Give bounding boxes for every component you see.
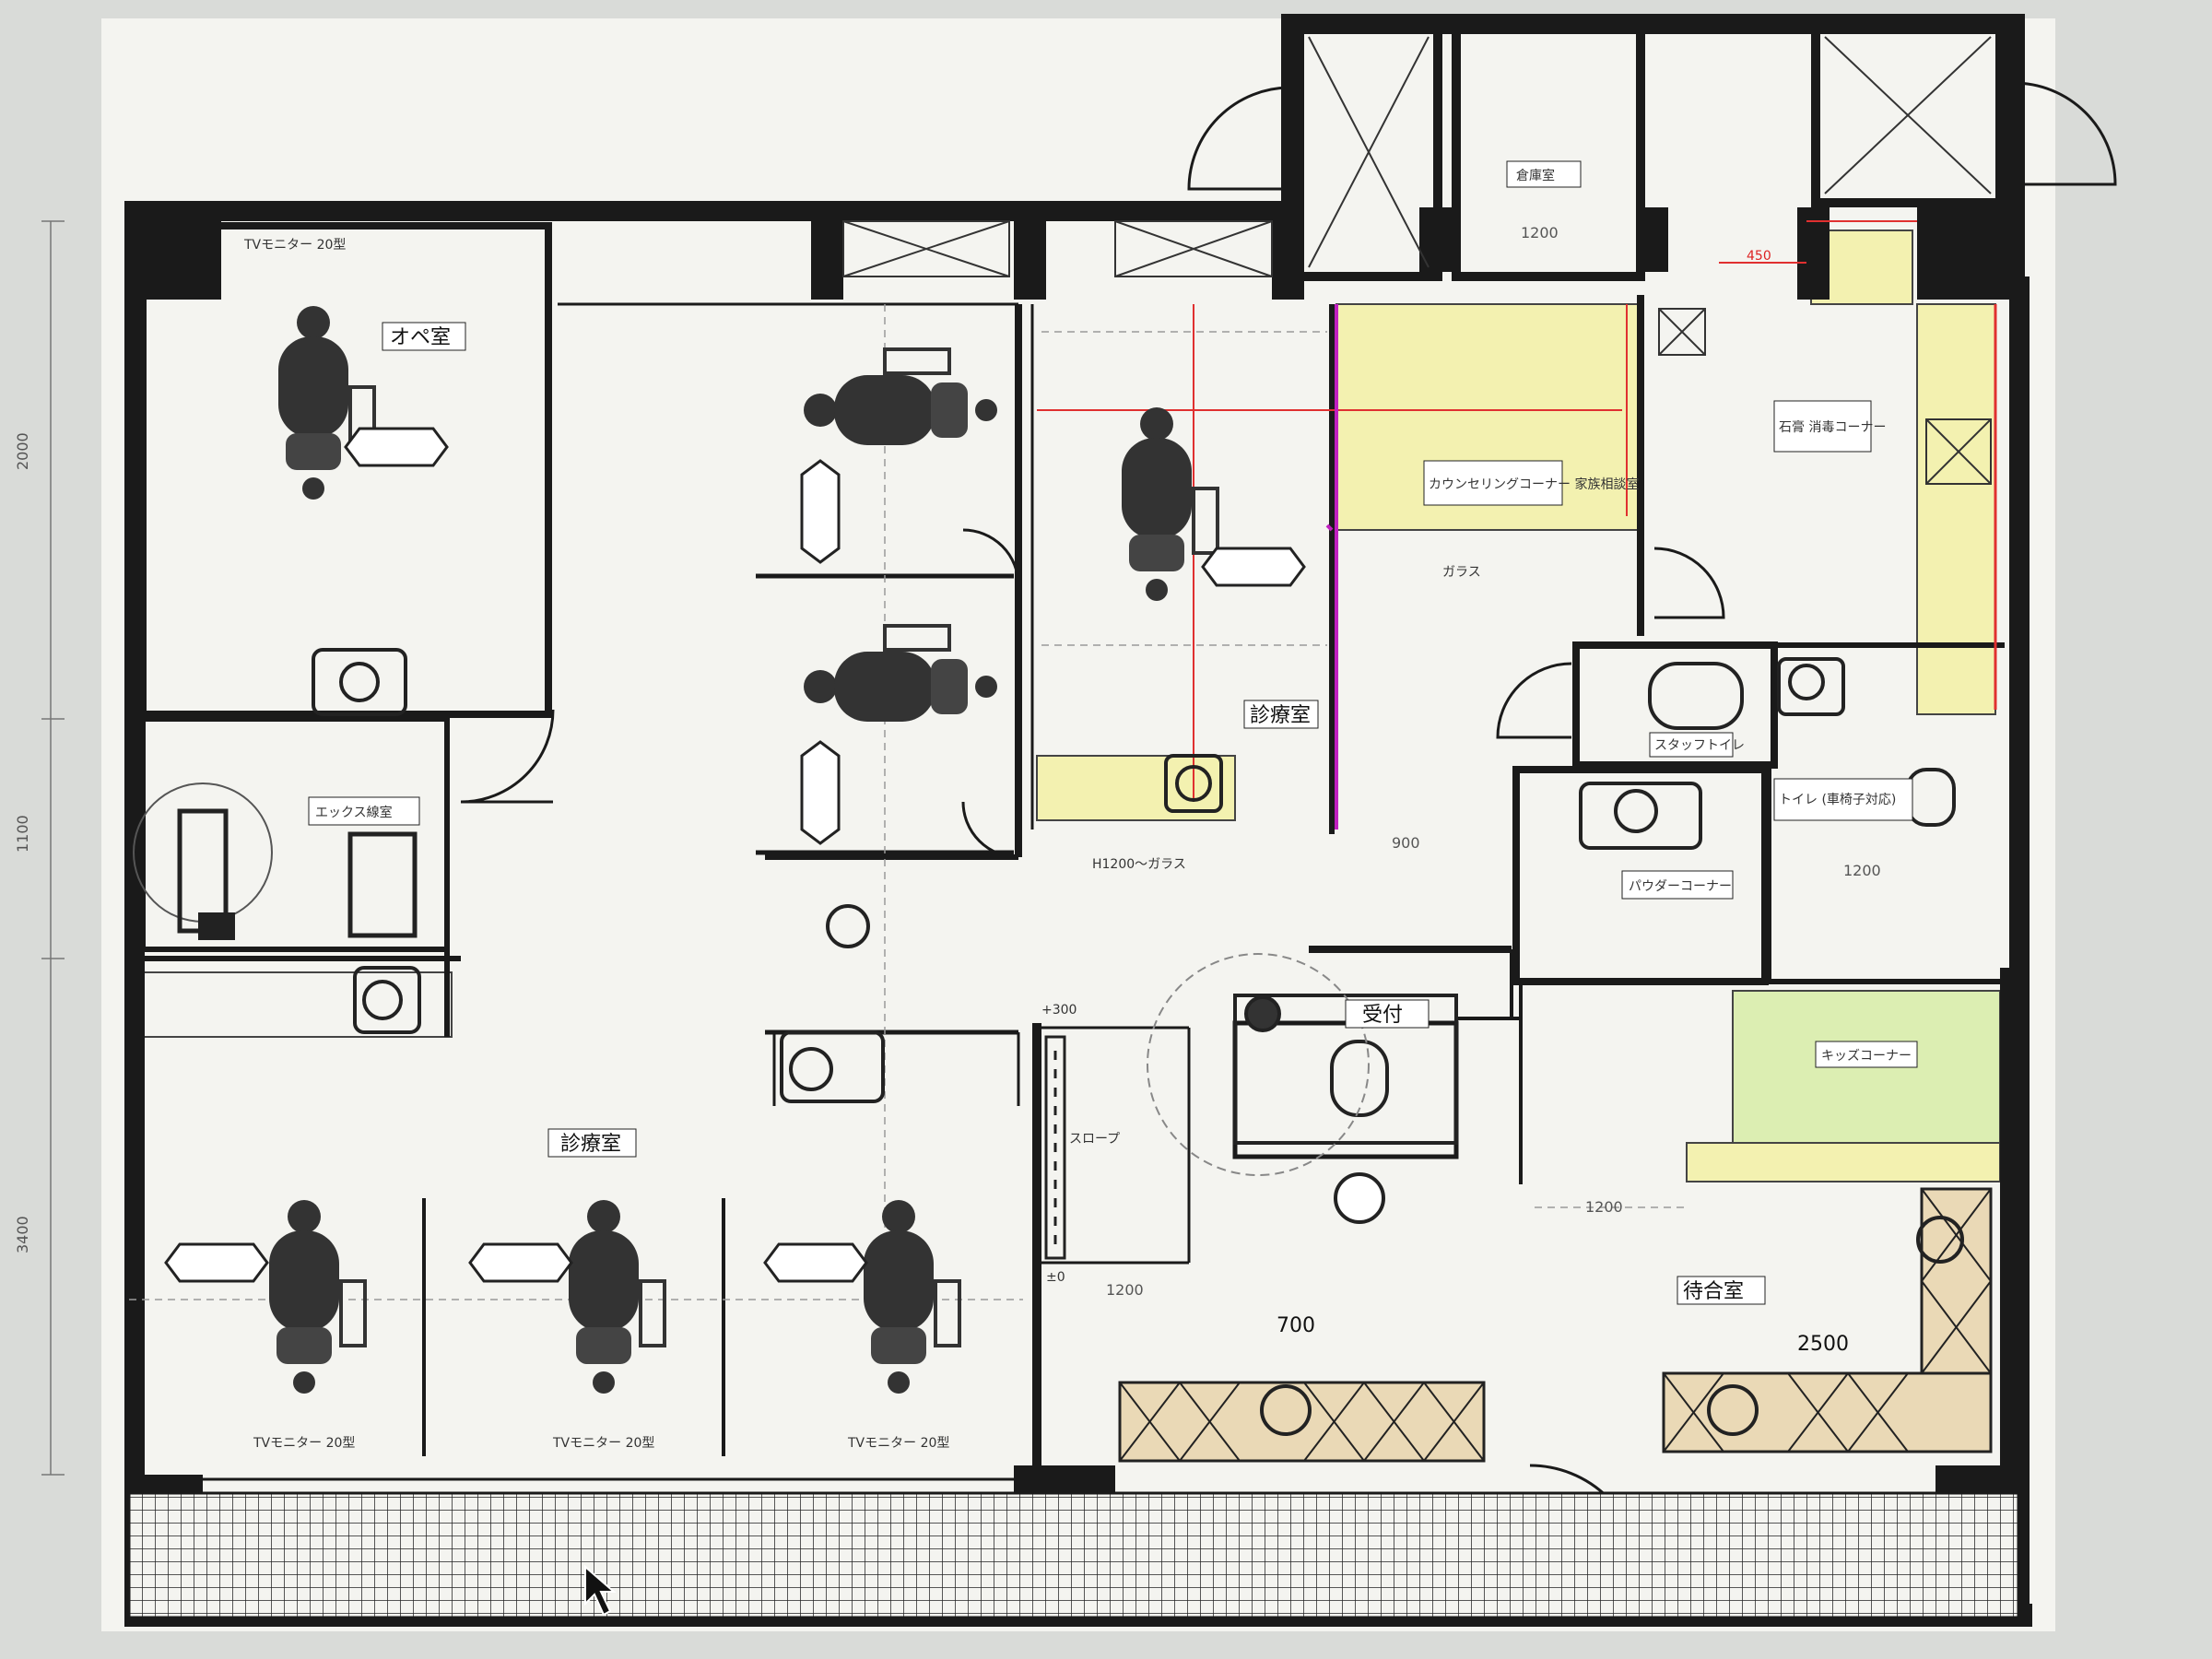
dim-2500: 2500 <box>1797 1333 1849 1356</box>
monitor-caption: TVモニター 20型 <box>253 1436 355 1451</box>
sinks <box>312 648 1845 1103</box>
dim-900: 900 <box>1392 834 1420 852</box>
waiting-bench-left <box>1118 1381 1486 1463</box>
label-toilet-right: トイレ (車椅子対応) <box>1779 792 1896 807</box>
label-disinfect: 石膏 消毒コーナー <box>1779 419 1886 435</box>
dim-2000: 2000 <box>14 432 31 470</box>
ramp <box>1044 1035 1066 1260</box>
wheelchair-icons <box>826 904 1964 1436</box>
xray-bench <box>137 971 453 1038</box>
plan-paper <box>101 18 2055 1631</box>
monitor-captions: TVモニター 20型 TVモニター 20型 TVモニター 20型 TVモニター … <box>243 238 949 1451</box>
left-dimension <box>41 220 65 1476</box>
stool-bottom-2 <box>468 1242 573 1283</box>
kids-bench <box>1686 1142 2001 1182</box>
label-storage: 倉庫室 <box>1516 168 1555 183</box>
xray-unit <box>133 782 418 940</box>
label-toilet-left: スタッフトイレ <box>1654 738 1745 753</box>
room-labels: オペ室 エックス線室 診療室 診療室 カウンセリングコーナー 家族相談室 石膏 … <box>308 160 1918 1305</box>
reception-desk <box>1147 953 1458 1224</box>
stool-top-1 <box>800 459 841 564</box>
interior-walls <box>139 222 2005 1481</box>
dim-3400: 3400 <box>14 1216 31 1253</box>
stool-ope <box>344 427 449 467</box>
monitor-caption: TVモニター 20型 <box>552 1436 654 1451</box>
stool-center <box>1201 547 1306 587</box>
note-glass-1: ガラス <box>1442 565 1481 580</box>
top-storage-block <box>1295 23 2005 281</box>
monitor-caption: TVモニター 20型 <box>243 238 346 253</box>
label-kids: キッズコーナー <box>1821 1049 1912 1064</box>
stool-bottom-1 <box>164 1242 269 1283</box>
waiting-bench-right <box>1662 1187 1993 1453</box>
dim-1100: 1100 <box>14 815 31 853</box>
entrance-grid <box>127 1491 2020 1619</box>
dim-1200-d: 1200 <box>1843 862 1881 879</box>
dim-700: 700 <box>1277 1314 1315 1337</box>
note-level-plus: +300 <box>1041 1003 1077 1018</box>
label-counseling: カウンセリングコーナー 家族相談室 <box>1429 477 1639 492</box>
label-xray: エックス線室 <box>315 805 393 820</box>
note-level-zero: ±0 <box>1046 1270 1065 1285</box>
notes: ガラス H1200〜ガラス +300 ±0 スロープ <box>1041 565 1481 1285</box>
disinfect-zone <box>1916 303 1996 715</box>
dim-1200-c: 1200 <box>1585 1198 1623 1216</box>
note-ramp: スロープ <box>1069 1132 1120 1147</box>
label-consult-top: 診療室 <box>1250 704 1311 727</box>
label-reception: 受付 <box>1362 1004 1403 1027</box>
label-ope: オペ室 <box>390 326 451 349</box>
stool-top-2 <box>800 740 841 845</box>
dim-1200-b: 1200 <box>1106 1281 1144 1299</box>
label-powder: パウダーコーナー <box>1629 879 1732 894</box>
label-consult-bottom: 診療室 <box>560 1133 621 1156</box>
duct-crosses <box>842 36 1992 485</box>
mouse-cursor-icon <box>584 1564 617 1617</box>
dim-450: 450 <box>1747 249 1771 264</box>
dimension-labels: 1200 1200 1200 1200 2500 700 450 900 200… <box>14 224 1881 1356</box>
monitor-caption: TVモニター 20型 <box>847 1436 949 1451</box>
note-glass-2: H1200〜ガラス <box>1092 857 1186 872</box>
stool-bottom-3 <box>763 1242 868 1283</box>
label-waiting: 待合室 <box>1683 1280 1744 1303</box>
dim-1200-a: 1200 <box>1521 224 1559 241</box>
